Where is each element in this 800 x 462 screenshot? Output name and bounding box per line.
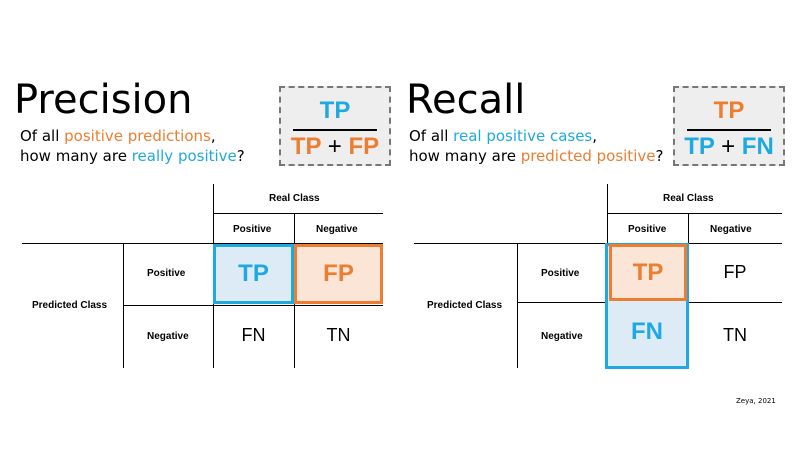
- recall-formula-denominator: TP + FN: [684, 133, 774, 160]
- precision-col-negative-label: Negative: [316, 224, 358, 235]
- recall-tn-cell: TN: [723, 325, 747, 345]
- recall-col-positive-label: Positive: [628, 224, 667, 235]
- recall-predicted-class-label: Predicted Class: [427, 300, 503, 311]
- recall-fp-cell: FP: [723, 262, 747, 282]
- recall-tp-cell: TP: [609, 244, 687, 301]
- precision-formula-numerator: TP: [319, 97, 351, 124]
- recall-title: Recall: [406, 77, 526, 123]
- precision-col-positive-label: Positive: [233, 224, 272, 235]
- precision-real-class-label: Real Class: [269, 193, 320, 204]
- precision-title: Precision: [14, 77, 193, 123]
- precision-description-line1: Of all positive predictions,: [20, 127, 216, 145]
- recall-formula: TP TP + FN: [673, 86, 785, 166]
- recall-description-line2: how many are predicted positive?: [409, 147, 664, 165]
- recall-grid-line: [517, 243, 518, 368]
- precision-description-line2: how many are really positive?: [20, 147, 245, 165]
- precision-grid-line: [123, 305, 383, 306]
- recall-grid-line: [607, 213, 782, 214]
- recall-col-negative-label: Negative: [710, 224, 752, 235]
- recall-formula-numerator: TP: [713, 97, 745, 124]
- recall-formula-fraction-bar: [687, 129, 771, 131]
- recall-real-class-label: Real Class: [663, 193, 714, 204]
- precision-predicted-class-label: Predicted Class: [32, 300, 108, 311]
- precision-grid-line: [213, 213, 383, 214]
- precision-tn-cell: TN: [326, 325, 351, 345]
- precision-grid-line: [22, 243, 383, 244]
- precision-formula-denominator: TP + FP: [290, 133, 380, 160]
- precision-fp-cell: FP: [294, 244, 383, 304]
- author-credit: Zeya, 2021: [736, 397, 776, 405]
- recall-grid-line: [414, 243, 782, 244]
- precision-grid-line: [213, 184, 214, 244]
- recall-row-negative-label: Negative: [541, 331, 583, 342]
- precision-tp-cell: TP: [213, 244, 294, 304]
- precision-formula: TP TP + FP: [279, 86, 391, 166]
- precision-fn-cell: FN: [241, 325, 266, 345]
- precision-row-positive-label: Positive: [147, 268, 186, 279]
- recall-description-line1: Of all real positive cases,: [409, 127, 598, 145]
- recall-row-positive-label: Positive: [541, 268, 580, 279]
- precision-formula-fraction-bar: [293, 129, 377, 131]
- recall-grid-line: [607, 184, 608, 244]
- precision-row-negative-label: Negative: [147, 331, 189, 342]
